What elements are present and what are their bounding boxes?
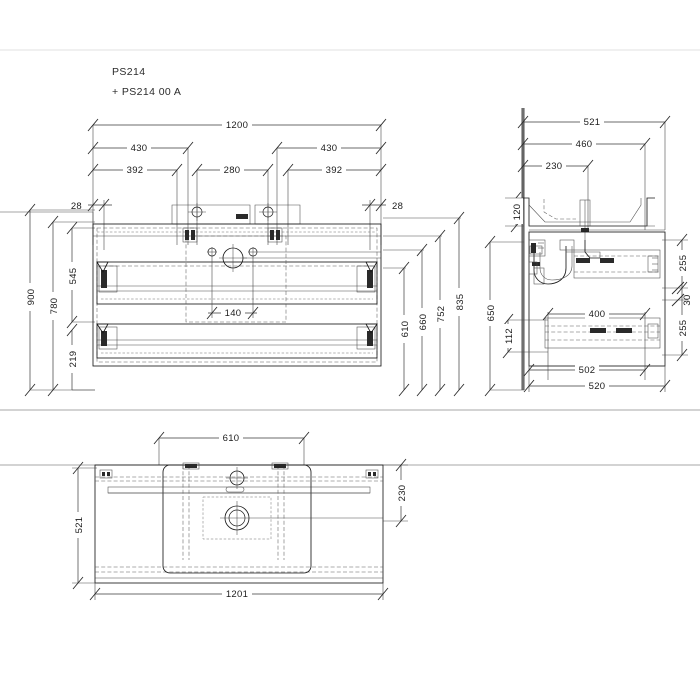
dim-front-610: 610: [400, 321, 411, 338]
dim-front-780: 780: [49, 298, 60, 315]
part-number-secondary: + PS214 00 A: [112, 86, 181, 98]
dim-front-width-total: 1200: [226, 120, 248, 131]
plan-bracket-left: [182, 462, 200, 470]
dim-front-392-left: 392: [127, 165, 144, 176]
front-elevation-view: 1200 430 430 392 280: [0, 118, 466, 397]
dim-plan-610: 610: [223, 433, 240, 444]
dim-side-230: 230: [546, 161, 563, 172]
front-basin-top: [0, 203, 301, 225]
tap-hole-marker-left: [188, 203, 206, 221]
dim-side-400: 400: [589, 309, 606, 320]
tap-hole-marker-right: [259, 203, 277, 221]
drawer-slide-upper-right: [356, 261, 378, 293]
dim-front-752: 752: [436, 306, 447, 323]
plan-bracket-right: [271, 462, 289, 470]
wall-bracket-right: [267, 227, 283, 243]
drawer-slide-lower-right: [356, 323, 378, 350]
dim-side-120: 120: [512, 204, 523, 221]
dim-side-255-lower: 255: [678, 320, 689, 337]
dim-side-460: 460: [576, 139, 593, 150]
front-pipe-marker-left: [207, 247, 217, 257]
front-upper-drawer: [96, 261, 378, 305]
dim-front-140-group: 140: [206, 256, 259, 320]
side-basin-profile: [523, 197, 665, 240]
dim-front-392-right: 392: [326, 165, 343, 176]
dim-front-28-right: 28: [392, 201, 403, 212]
plan-fixing-right: [365, 469, 379, 479]
dim-front-430-left: 430: [131, 143, 148, 154]
front-lower-drawer: [96, 323, 378, 359]
dim-front-140: 140: [225, 308, 242, 319]
dim-side-521: 521: [584, 117, 601, 128]
side-vertical-dimensions-left: 650 112: [483, 235, 548, 397]
plan-tap-hole: [226, 467, 248, 489]
overflow-slot: [225, 486, 245, 493]
dim-side-650: 650: [486, 305, 497, 322]
title-block: PS214 + PS214 00 A: [112, 66, 181, 98]
plan-waste-outlet: [202, 496, 383, 540]
dim-side-502: 502: [579, 365, 596, 376]
side-vertical-dimensions-right: 255 30 255: [662, 233, 693, 362]
wall-bracket-left: [182, 227, 198, 243]
dim-plan-230-group: 230: [383, 458, 408, 528]
plan-view: 610: [0, 431, 700, 601]
dim-side-255-upper: 255: [678, 255, 689, 272]
dim-plan-521: 521: [74, 517, 85, 534]
dim-front-545: 545: [68, 268, 79, 285]
front-vertical-dimensions-right: 610 660 752 835: [383, 211, 466, 397]
dim-front-280-center: 280: [224, 165, 241, 176]
dim-front-835: 835: [455, 294, 466, 311]
dim-plan-521-group: 521: [71, 461, 97, 590]
side-wall-bracket: [528, 239, 546, 257]
side-bottom-dimensions: 400 502 520: [523, 307, 671, 393]
front-horizontal-dimension-chain: 1200 430 430 392 280: [71, 118, 403, 250]
plan-countertop: [0, 462, 700, 584]
dim-side-30: 30: [682, 294, 693, 305]
drawer-slide-upper-left: [96, 261, 118, 293]
front-pipe-marker-right: [248, 247, 258, 257]
side-plumbing-trap: [528, 239, 601, 285]
front-cabinet-body: 140: [92, 223, 382, 367]
side-cabinet-body: [528, 231, 666, 367]
drawer-slide-lower-left: [96, 323, 118, 350]
dim-side-112: 112: [504, 328, 515, 344]
dim-plan-610-group: 610: [153, 431, 310, 465]
dim-front-219: 219: [68, 351, 79, 368]
side-lower-drawer: [544, 317, 661, 349]
dim-front-900: 900: [26, 289, 37, 306]
dim-front-28-left: 28: [71, 201, 82, 212]
dim-front-430-right: 430: [321, 143, 338, 154]
side-elevation-view: 521 460 230 120: [483, 108, 693, 397]
dim-side-520: 520: [589, 381, 606, 392]
front-waste-outlet: [219, 244, 247, 272]
dim-plan-1201: 1201: [226, 589, 248, 600]
front-vertical-dimensions-left: 900 780 545 219: [23, 203, 95, 397]
part-number-primary: PS214: [112, 66, 146, 78]
side-horizontal-dimensions: 521 460 230: [517, 115, 671, 230]
plan-fixing-left: [99, 469, 113, 479]
dim-front-660: 660: [418, 314, 429, 331]
dim-plan-230: 230: [397, 485, 408, 502]
dim-side-120-group: 120: [505, 191, 524, 233]
dim-plan-1201-group: 1201: [89, 583, 389, 601]
